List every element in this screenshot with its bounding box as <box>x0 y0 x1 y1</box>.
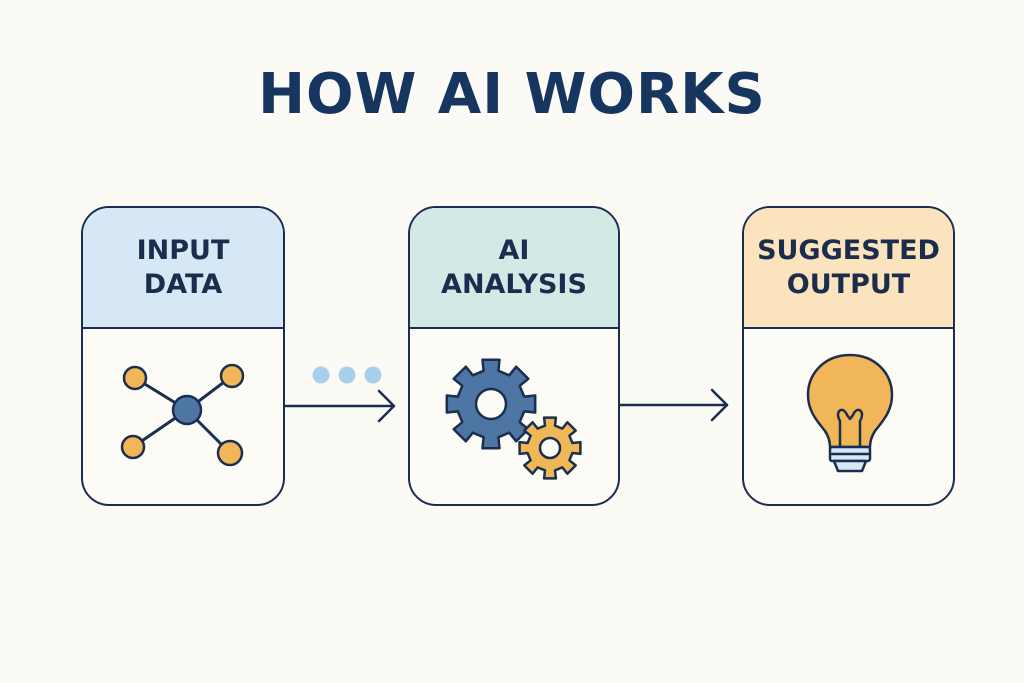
step-card-suggested-output: SUGGESTED OUTPUT <box>742 206 955 506</box>
network-nodes-icon <box>120 363 245 467</box>
step-card-input-data: INPUT DATA <box>81 206 285 506</box>
arrow-right-icon <box>285 389 396 423</box>
step-title-line2: OUTPUT <box>786 268 911 300</box>
gear-hole <box>538 436 562 460</box>
connector-2 <box>620 388 729 422</box>
step-card-ai-analysis: AI ANALYSIS <box>408 206 620 506</box>
lightbulb-icon <box>806 353 894 473</box>
loading-dots-icon <box>312 366 382 384</box>
gear-hole <box>474 387 508 421</box>
step-header: INPUT DATA <box>83 208 283 329</box>
gears-icon <box>445 358 582 480</box>
step-header: AI ANALYSIS <box>410 208 618 329</box>
step-title-line2: DATA <box>143 268 223 300</box>
connector-1 <box>285 366 396 423</box>
arrow-right-icon <box>620 388 729 422</box>
small-gear-icon <box>518 416 582 480</box>
step-body <box>83 329 283 504</box>
step-title-line1: AI <box>498 234 530 266</box>
step-title-line2: ANALYSIS <box>441 268 587 300</box>
page-title: HOW AI WORKS <box>258 62 766 127</box>
step-title-line1: SUGGESTED <box>757 234 940 266</box>
large-gear-icon <box>445 358 537 450</box>
step-body <box>744 329 953 504</box>
step-body <box>410 329 618 504</box>
step-title-line1: INPUT <box>136 234 230 266</box>
step-header: SUGGESTED OUTPUT <box>744 208 953 329</box>
